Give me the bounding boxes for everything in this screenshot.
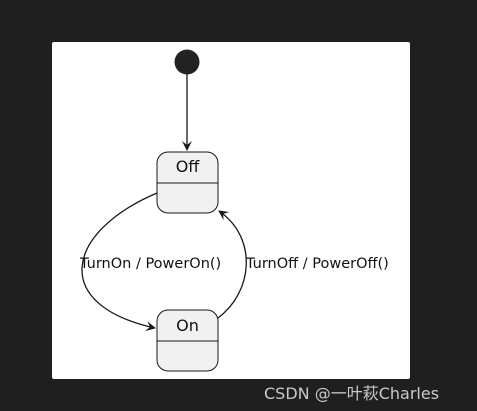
watermark-text: CSDN @一叶萩Charles: [264, 384, 440, 403]
initial-state-dot: [174, 49, 200, 75]
state-on[interactable]: On: [156, 309, 219, 372]
turn-on-transition-arrow: [81, 192, 158, 331]
turn-on-transition-label: TurnOn / PowerOn(): [79, 256, 221, 272]
state-off-label: Off: [176, 157, 201, 176]
state-off[interactable]: Off: [156, 151, 219, 214]
state-on-label: On: [176, 316, 199, 335]
turn-off-transition-label: TurnOff / PowerOff(): [245, 256, 389, 272]
turn-off-transition-arrow: [217, 210, 247, 319]
diagram-canvas: [52, 42, 410, 379]
